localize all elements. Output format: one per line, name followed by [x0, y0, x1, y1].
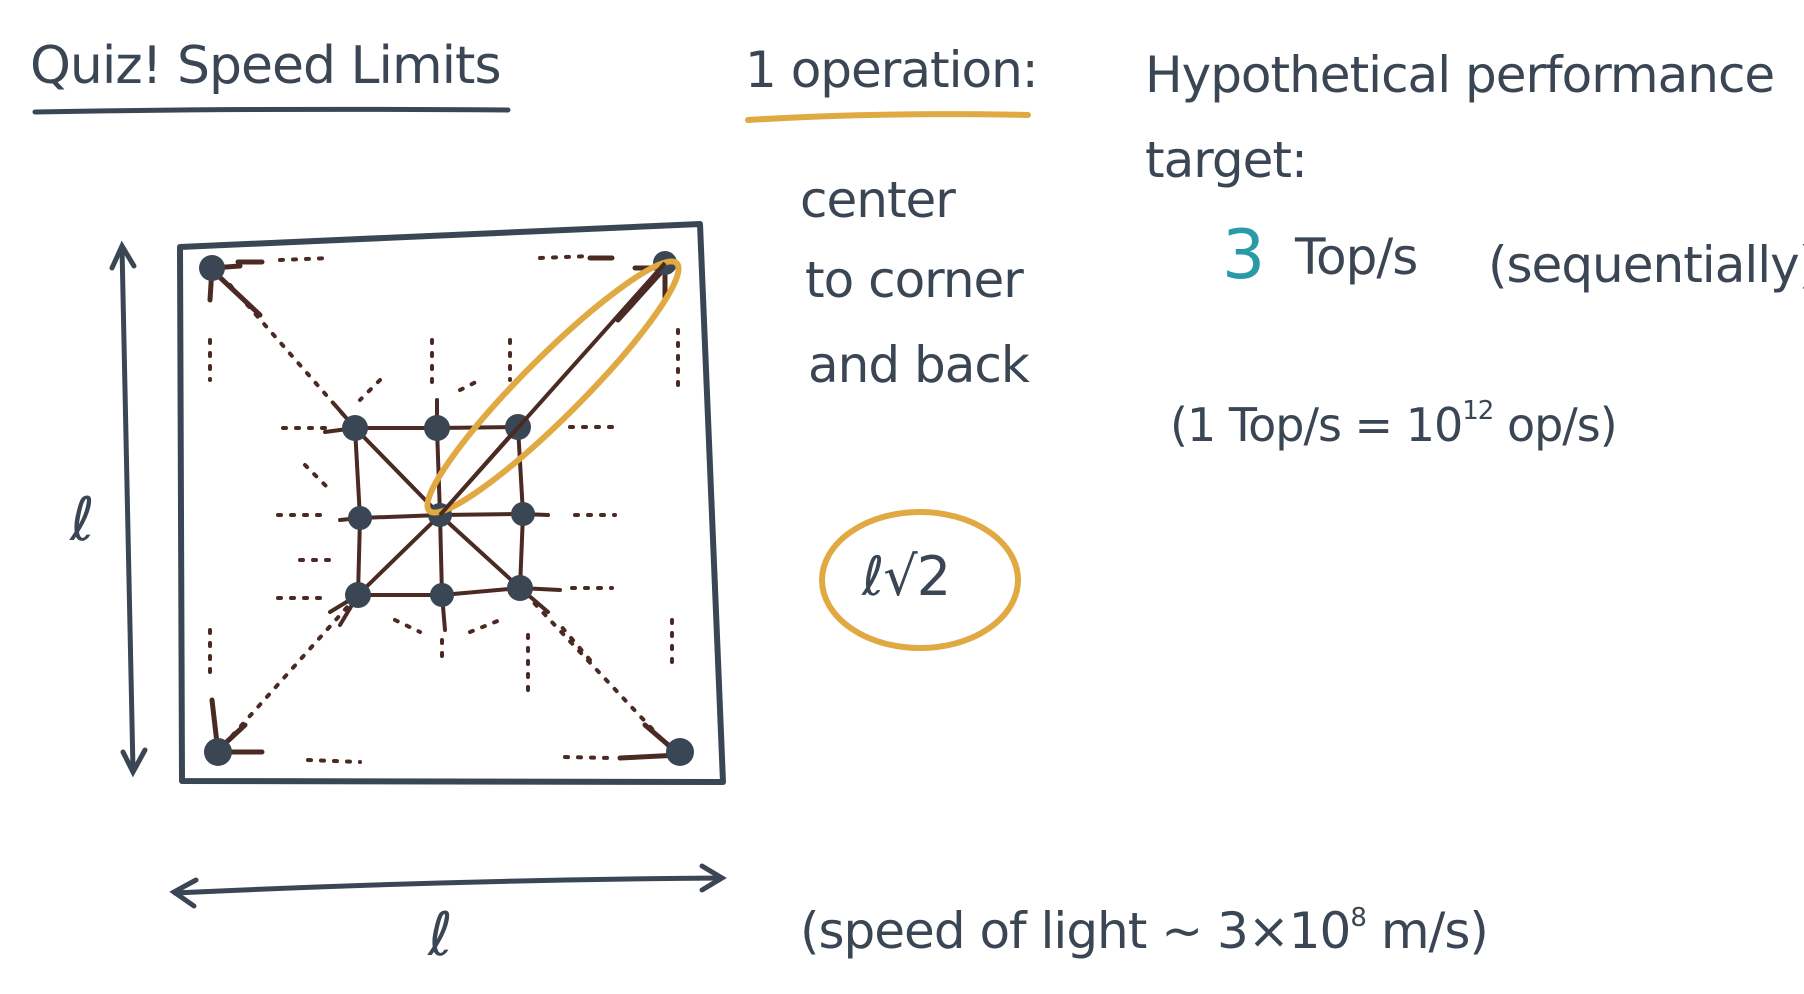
performance-label-cont: target: [1145, 131, 1308, 189]
corner-node-top-left [199, 255, 225, 281]
answer-expression: ℓ√2 [862, 545, 951, 608]
processor-nodes [199, 251, 694, 766]
side-dimension-arrow [109, 240, 148, 778]
grid-node [348, 506, 372, 530]
side-length-label: ℓ [70, 485, 95, 555]
page-title: Quiz! Speed Limits [30, 36, 502, 96]
chip-outline [177, 221, 726, 785]
operation-underline [745, 111, 1031, 123]
unit-conversion-prefix: (1 Top/s = 10 [1170, 398, 1463, 452]
operation-description-line: and back [808, 336, 1030, 394]
performance-unit: Top/s [1295, 228, 1418, 286]
operation-description-line: to corner [805, 251, 1024, 309]
grid-node [511, 502, 535, 526]
answer-circle [819, 509, 1021, 651]
grid-node [345, 582, 371, 608]
grid-node [430, 583, 454, 607]
corner-node-bottom-left [204, 738, 232, 766]
center-to-corner-path [438, 261, 667, 517]
bottom-dimension-arrow [169, 863, 727, 909]
title-underline [32, 106, 511, 115]
grid-node [342, 415, 368, 441]
operation-description-line: center [800, 171, 956, 229]
speed-of-light-prefix: (speed of light ~ 3×10 [800, 902, 1351, 960]
operation-heading: 1 operation: [745, 41, 1039, 99]
grid-node [507, 575, 533, 601]
corner-node-bottom-right [666, 738, 694, 766]
dotted-connections [208, 254, 680, 764]
center-to-corner-highlight [424, 258, 682, 516]
grid-node [424, 415, 450, 441]
performance-label: Hypothetical performance [1145, 46, 1775, 104]
performance-value: 3 [1222, 216, 1265, 295]
unit-conversion-suffix: op/s) [1493, 398, 1618, 452]
performance-mode: (sequentially) [1488, 236, 1804, 294]
bottom-length-label: ℓ [428, 900, 453, 970]
speed-of-light-suffix: m/s) [1365, 902, 1489, 960]
speed-of-light-exponent: 8 [1350, 903, 1367, 933]
unit-conversion-exponent: 12 [1462, 396, 1494, 426]
unit-conversion: (1 Top/s = 1012 op/s) [1170, 396, 1618, 448]
speed-of-light-note: (speed of light ~ 3×108 m/s) [800, 903, 1489, 956]
